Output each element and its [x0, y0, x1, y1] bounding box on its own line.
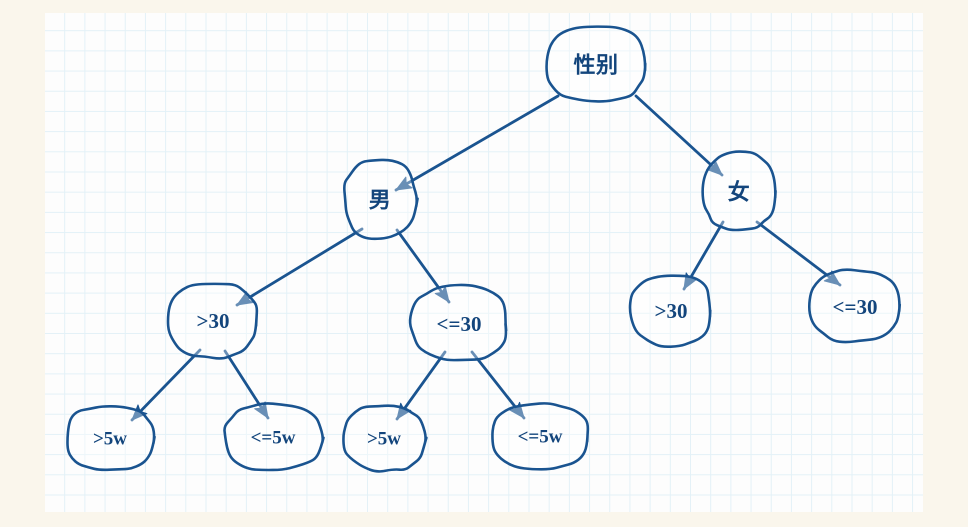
tree-node-m-gt30-gt5w[interactable]: >5w	[66, 405, 156, 472]
node-outline	[807, 268, 902, 344]
edge-male-to-m-gt30	[235, 227, 364, 307]
tree-node-female[interactable]: 女	[701, 150, 777, 232]
node-label: >30	[197, 309, 230, 333]
node-outline	[408, 283, 508, 362]
arrow-head-icon	[395, 176, 413, 191]
node-label: >5w	[367, 429, 401, 450]
edges-group	[130, 94, 842, 422]
edge-line	[394, 94, 560, 192]
node-outline	[223, 402, 325, 472]
arrow-head-icon	[823, 270, 841, 286]
edge-root-to-female	[634, 94, 724, 177]
tree-node-m-gt30[interactable]: >30	[166, 282, 259, 360]
edge-line	[223, 349, 270, 420]
node-label: <=30	[833, 295, 878, 319]
tree-node-f-gt30[interactable]: >30	[628, 274, 712, 349]
edge-line	[130, 348, 202, 422]
node-label: <=30	[437, 312, 482, 336]
arrow-head-icon	[236, 291, 254, 306]
grid-paper-canvas	[45, 13, 923, 512]
tree-node-m-gt30-le5w[interactable]: <=5w	[223, 402, 325, 472]
tree-node-m-le30-gt5w[interactable]: >5w	[342, 404, 428, 473]
node-label: >30	[655, 299, 688, 323]
node-label: 男	[369, 188, 392, 213]
arrow-head-icon	[254, 401, 269, 419]
tree-node-f-le30[interactable]: <=30	[807, 268, 902, 344]
tree-node-m-le30[interactable]: <=30	[408, 283, 508, 362]
node-outline	[342, 404, 428, 473]
node-label: >5w	[93, 429, 127, 450]
tree-node-male[interactable]: 男	[343, 158, 419, 241]
arrow-head-icon	[434, 285, 450, 303]
node-outline	[545, 25, 647, 103]
node-label: 性别	[573, 53, 618, 78]
edge-line	[634, 94, 724, 177]
edge-m-gt30-to-m-gt30-gt5w	[130, 348, 202, 422]
node-outline	[166, 282, 259, 360]
edge-m-gt30-to-m-gt30-le5w	[223, 349, 270, 420]
node-outline	[491, 402, 590, 471]
node-label: <=5w	[251, 428, 296, 449]
edge-line	[395, 228, 451, 304]
node-label: 女	[728, 180, 751, 205]
node-outline	[628, 274, 712, 349]
node-outline	[66, 405, 156, 472]
tree-node-root[interactable]: 性别	[545, 25, 647, 103]
tree-node-m-le30-le5w[interactable]: <=5w	[491, 402, 590, 471]
edge-root-to-male	[394, 94, 560, 192]
edge-male-to-m-le30	[395, 228, 451, 304]
node-outline	[701, 150, 777, 232]
node-label: <=5w	[518, 427, 563, 448]
arrow-head-icon	[706, 159, 723, 176]
node-outline	[343, 158, 419, 241]
nodes-group: 性别男 女 >30 <=30 >30 <=30 >5w <=5w >5w <=5w	[66, 25, 902, 473]
edge-line	[235, 227, 364, 307]
